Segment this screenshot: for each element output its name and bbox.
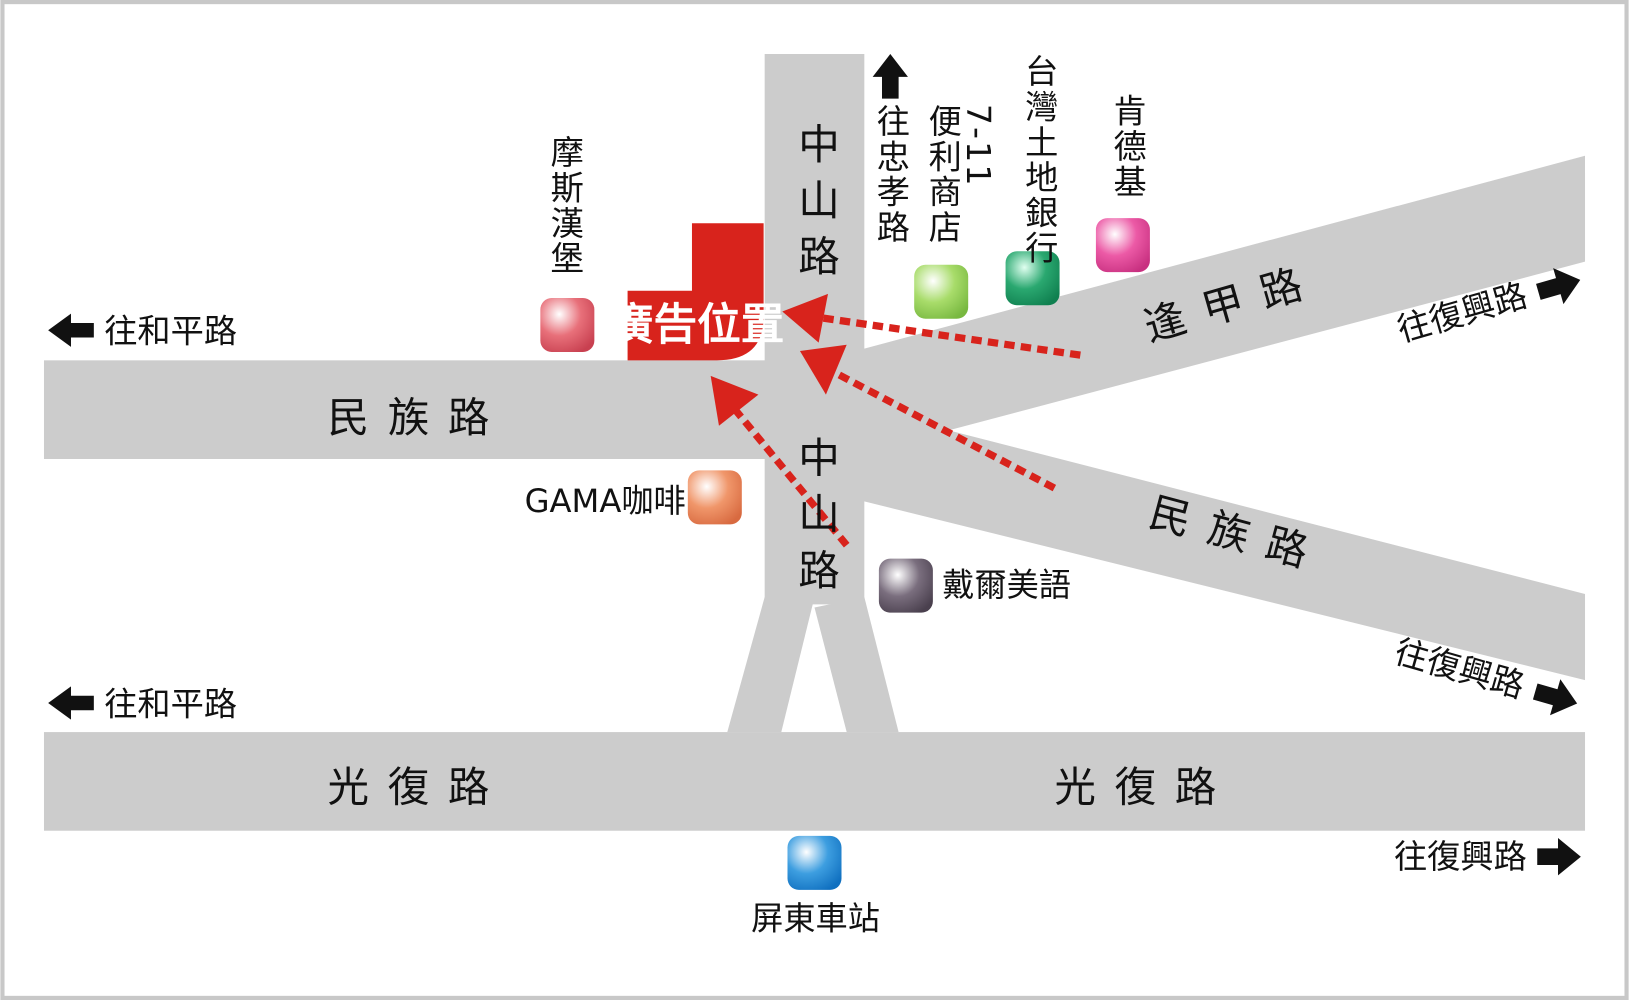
route-arrow-minzu-east [831,368,1057,492]
arrowhead-icon [782,293,828,343]
route-arrow-fengjia [820,314,1081,359]
road-zhongshan-south-right [814,597,899,733]
direction-to-heping-lower: 往和平路 [104,684,237,723]
roads [43,53,1586,831]
road-label-guangfu-west: 光復路 [328,763,509,812]
poi-marker-pingtung-station[interactable] [787,835,842,890]
arrow-right-icon [1536,268,1581,305]
poi-label-kfc: 肯德基 [1108,93,1147,199]
poi-marker-7-eleven[interactable] [914,264,969,319]
poi-marker-dell-english[interactable] [878,558,933,613]
ad-location-label: 廣告位置 [610,301,784,351]
arrow-right-icon [1537,838,1581,876]
road-zhongshan-south-left [727,597,815,733]
arrowhead-icon [710,375,759,426]
ad-location-marker[interactable] [627,223,764,361]
poi-label-mos-burger: 摩斯漢堡 [545,135,584,276]
poi-label-dell-english: 戴爾美語 [942,566,1071,604]
poi-label-7-eleven-brand: 7-11 [959,104,998,188]
route-arrows [732,314,1081,548]
poi-label-pingtung-station: 屏東車站 [751,899,880,937]
road-label-zhongshan-upper: 中山路 [791,123,840,291]
arrow-right-icon [1532,679,1578,716]
poi-label-7-eleven-store: 便利商店 [923,104,962,245]
route-arrow-zhongshan-south [732,407,850,548]
arrow-left-icon [48,686,94,720]
arrow-left-icon [48,313,94,347]
road-label-guangfu-east: 光復路 [1054,763,1235,812]
poi-marker-land-bank[interactable] [1005,251,1060,306]
poi-label-land-bank: 台灣土地銀行 [1019,54,1058,266]
road-label-minzu-west: 民族路 [328,393,509,442]
road-fengjia [789,155,1586,473]
road-minzu-east [789,389,1586,681]
poi-label-gama-cafe: GAMA咖啡 [525,482,686,520]
direction-to-heping-upper: 往和平路 [104,312,237,351]
poi-marker-mos-burger[interactable] [540,298,595,353]
road-minzu-west [43,360,813,459]
direction-to-zhongxiao: 往忠孝路 [871,104,910,245]
poi-marker-kfc[interactable] [1095,218,1150,273]
road-guangfu [43,732,1586,831]
arrow-up-icon [872,53,908,99]
arrowhead-icon [799,344,847,395]
direction-to-fuxing-bottom: 往復興路 [1394,837,1527,876]
poi-marker-gama-cafe[interactable] [687,470,742,525]
road-label-zhongshan-lower: 中山路 [791,436,840,604]
